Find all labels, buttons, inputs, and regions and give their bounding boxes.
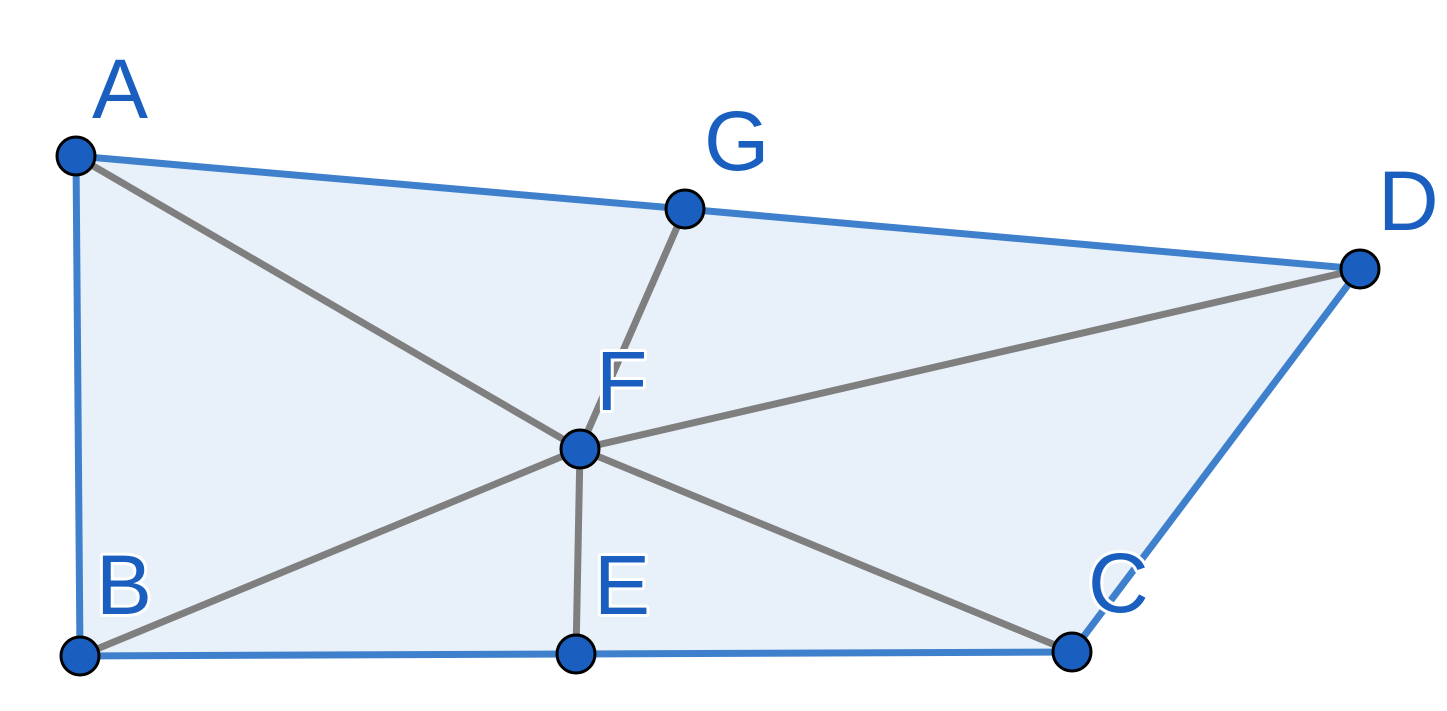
segment-fe — [572, 445, 584, 658]
point-g[interactable] — [664, 188, 706, 230]
label-a: A — [92, 42, 148, 136]
label-f: F — [596, 334, 647, 428]
label-e: E — [594, 538, 650, 632]
point-b[interactable] — [59, 635, 101, 677]
segment-fd — [576, 265, 1364, 453]
label-c: C — [1088, 536, 1149, 630]
segment-bf — [76, 445, 584, 660]
label-b: B — [96, 538, 152, 632]
segment-fc — [576, 445, 1076, 656]
point-f[interactable] — [559, 428, 601, 470]
segment-af — [72, 152, 584, 453]
segment-gf — [576, 205, 689, 453]
point-a[interactable] — [55, 135, 97, 177]
point-e[interactable] — [555, 633, 597, 675]
point-d[interactable] — [1339, 248, 1381, 290]
point-c[interactable] — [1051, 631, 1093, 673]
label-g: G — [704, 94, 769, 188]
label-d: D — [1378, 154, 1439, 248]
